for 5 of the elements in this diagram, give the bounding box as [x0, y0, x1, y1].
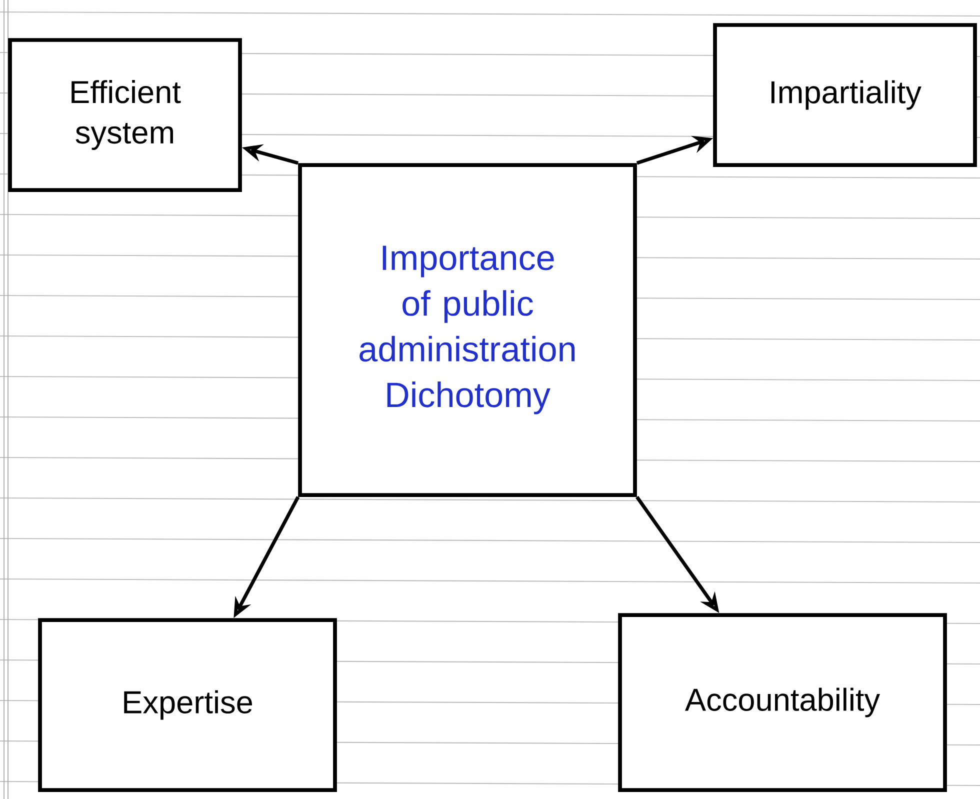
- concept-box: Impartiality: [713, 23, 977, 167]
- central-topic-box: Importance of public administration Dichotomy: [298, 163, 637, 497]
- concept-box: Efficient system: [8, 38, 242, 192]
- concept-box: Accountability: [618, 613, 947, 792]
- concept-box: Expertise: [38, 618, 337, 792]
